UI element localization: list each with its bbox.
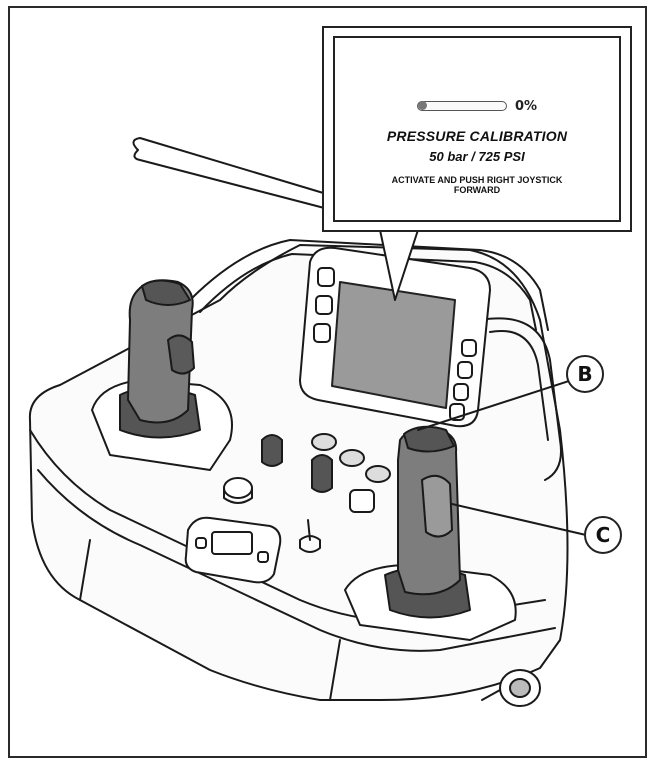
calibration-instruction: ACTIVATE AND PUSH RIGHT JOYSTICK FORWARD xyxy=(391,175,563,195)
callout-pointer xyxy=(379,229,419,301)
front-display-module xyxy=(184,516,282,584)
label-c: C xyxy=(584,516,622,554)
right-joystick xyxy=(344,425,517,641)
display-callout: 0% PRESSURE CALIBRATION 50 bar / 725 PSI… xyxy=(322,26,632,232)
display-screen: 0% PRESSURE CALIBRATION 50 bar / 725 PSI… xyxy=(333,36,621,222)
side-handle xyxy=(479,317,562,481)
leader-line-b xyxy=(417,379,573,431)
calibration-pressure: 50 bar / 725 PSI xyxy=(429,149,525,164)
connector xyxy=(481,669,541,707)
left-joystick xyxy=(91,279,233,471)
calibration-title: PRESSURE CALIBRATION xyxy=(386,128,568,144)
display-unit xyxy=(299,246,491,428)
leader-line-c xyxy=(451,503,587,536)
progress-percent: 0% xyxy=(514,98,538,114)
control-knobs xyxy=(223,433,391,553)
progress-bar xyxy=(416,101,507,111)
antenna-rod xyxy=(132,137,333,211)
rear-handle xyxy=(189,239,549,331)
calibration-progress: 0% xyxy=(335,98,619,114)
progress-indicator xyxy=(417,101,427,110)
label-b: B xyxy=(566,355,604,393)
